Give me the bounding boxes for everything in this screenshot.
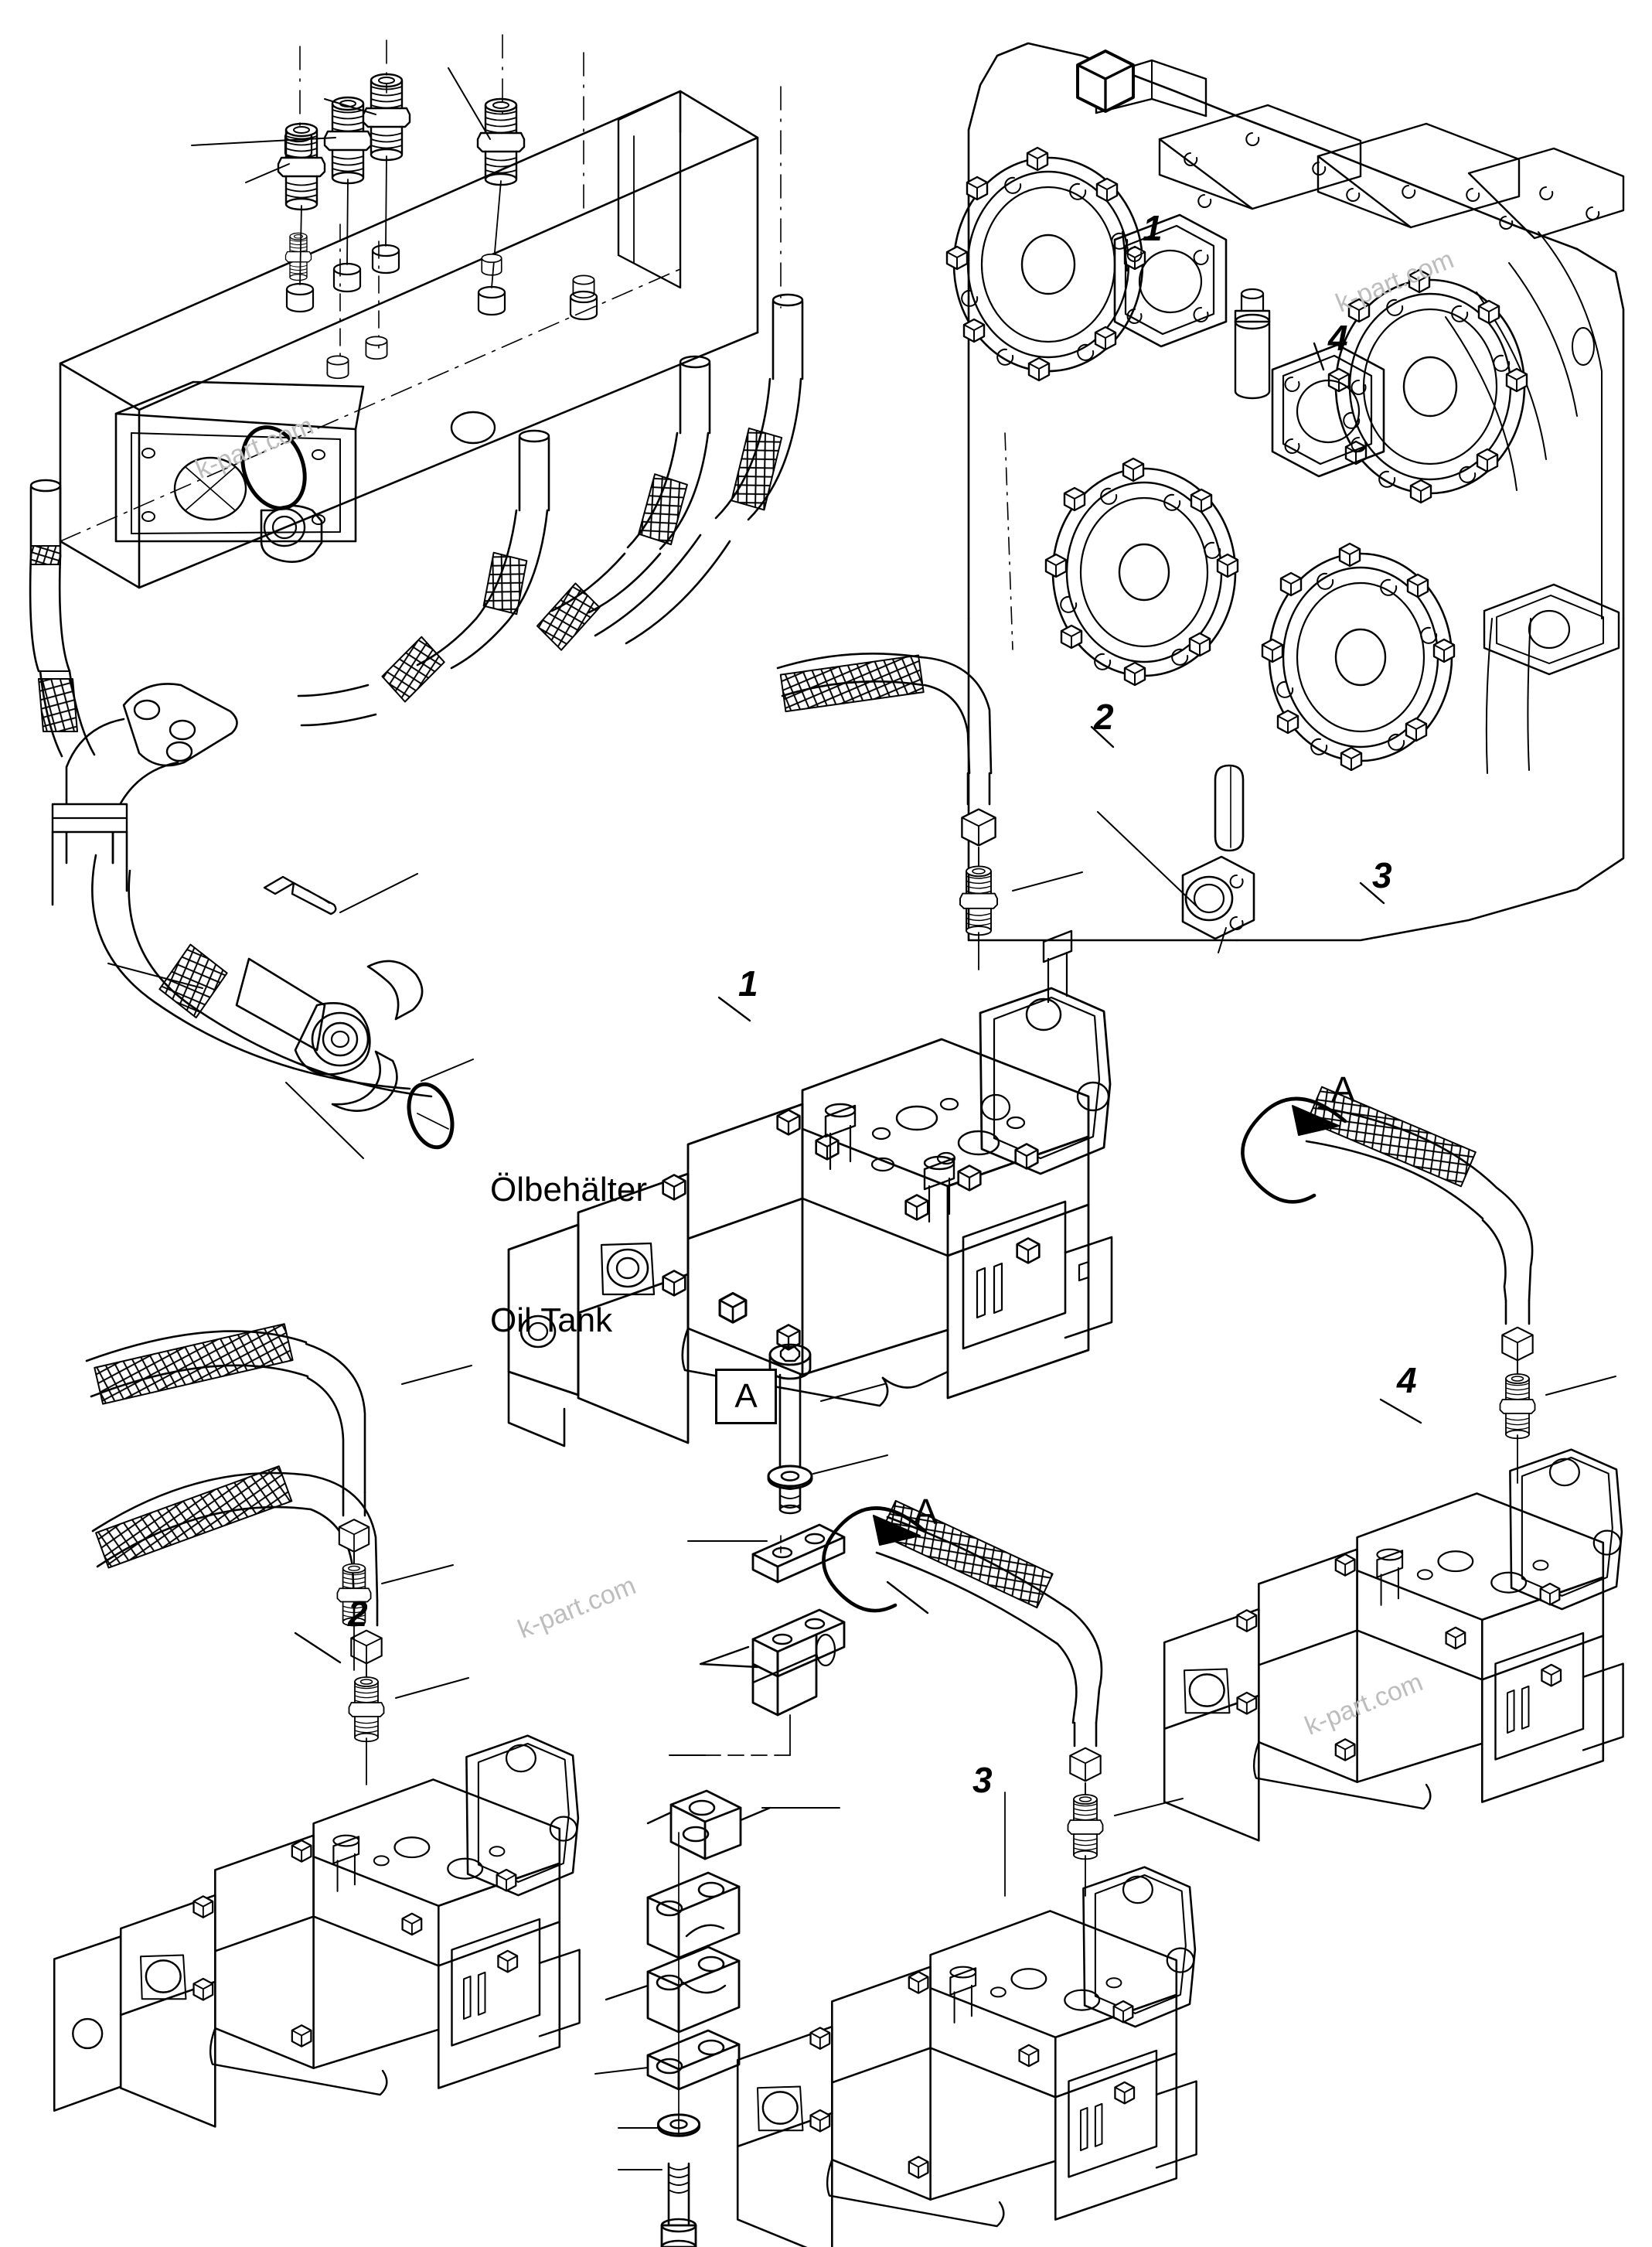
- section-marker-a-mid: A: [914, 1492, 938, 1532]
- oil-tank-label-en: Oil Tank: [490, 1301, 613, 1339]
- callout-housing-1: 1: [1143, 208, 1163, 248]
- callout-pump-4: 4: [1397, 1360, 1417, 1400]
- callout-housing-4: 4: [1328, 318, 1348, 358]
- callout-housing-3: 3: [1372, 855, 1392, 895]
- callout-pump-1: 1: [738, 963, 758, 1004]
- oil-tank-label-de: Ölbehälter: [490, 1170, 648, 1209]
- section-marker-a-boxed: A: [715, 1369, 777, 1424]
- callout-housing-2: 2: [1094, 697, 1114, 737]
- callout-pump-3: 3: [972, 1760, 993, 1800]
- oil-tank-label: Ölbehälter Oil Tank: [490, 1081, 647, 1430]
- section-marker-a-right: A: [1331, 1069, 1355, 1110]
- callout-pump-2: 2: [348, 1594, 368, 1634]
